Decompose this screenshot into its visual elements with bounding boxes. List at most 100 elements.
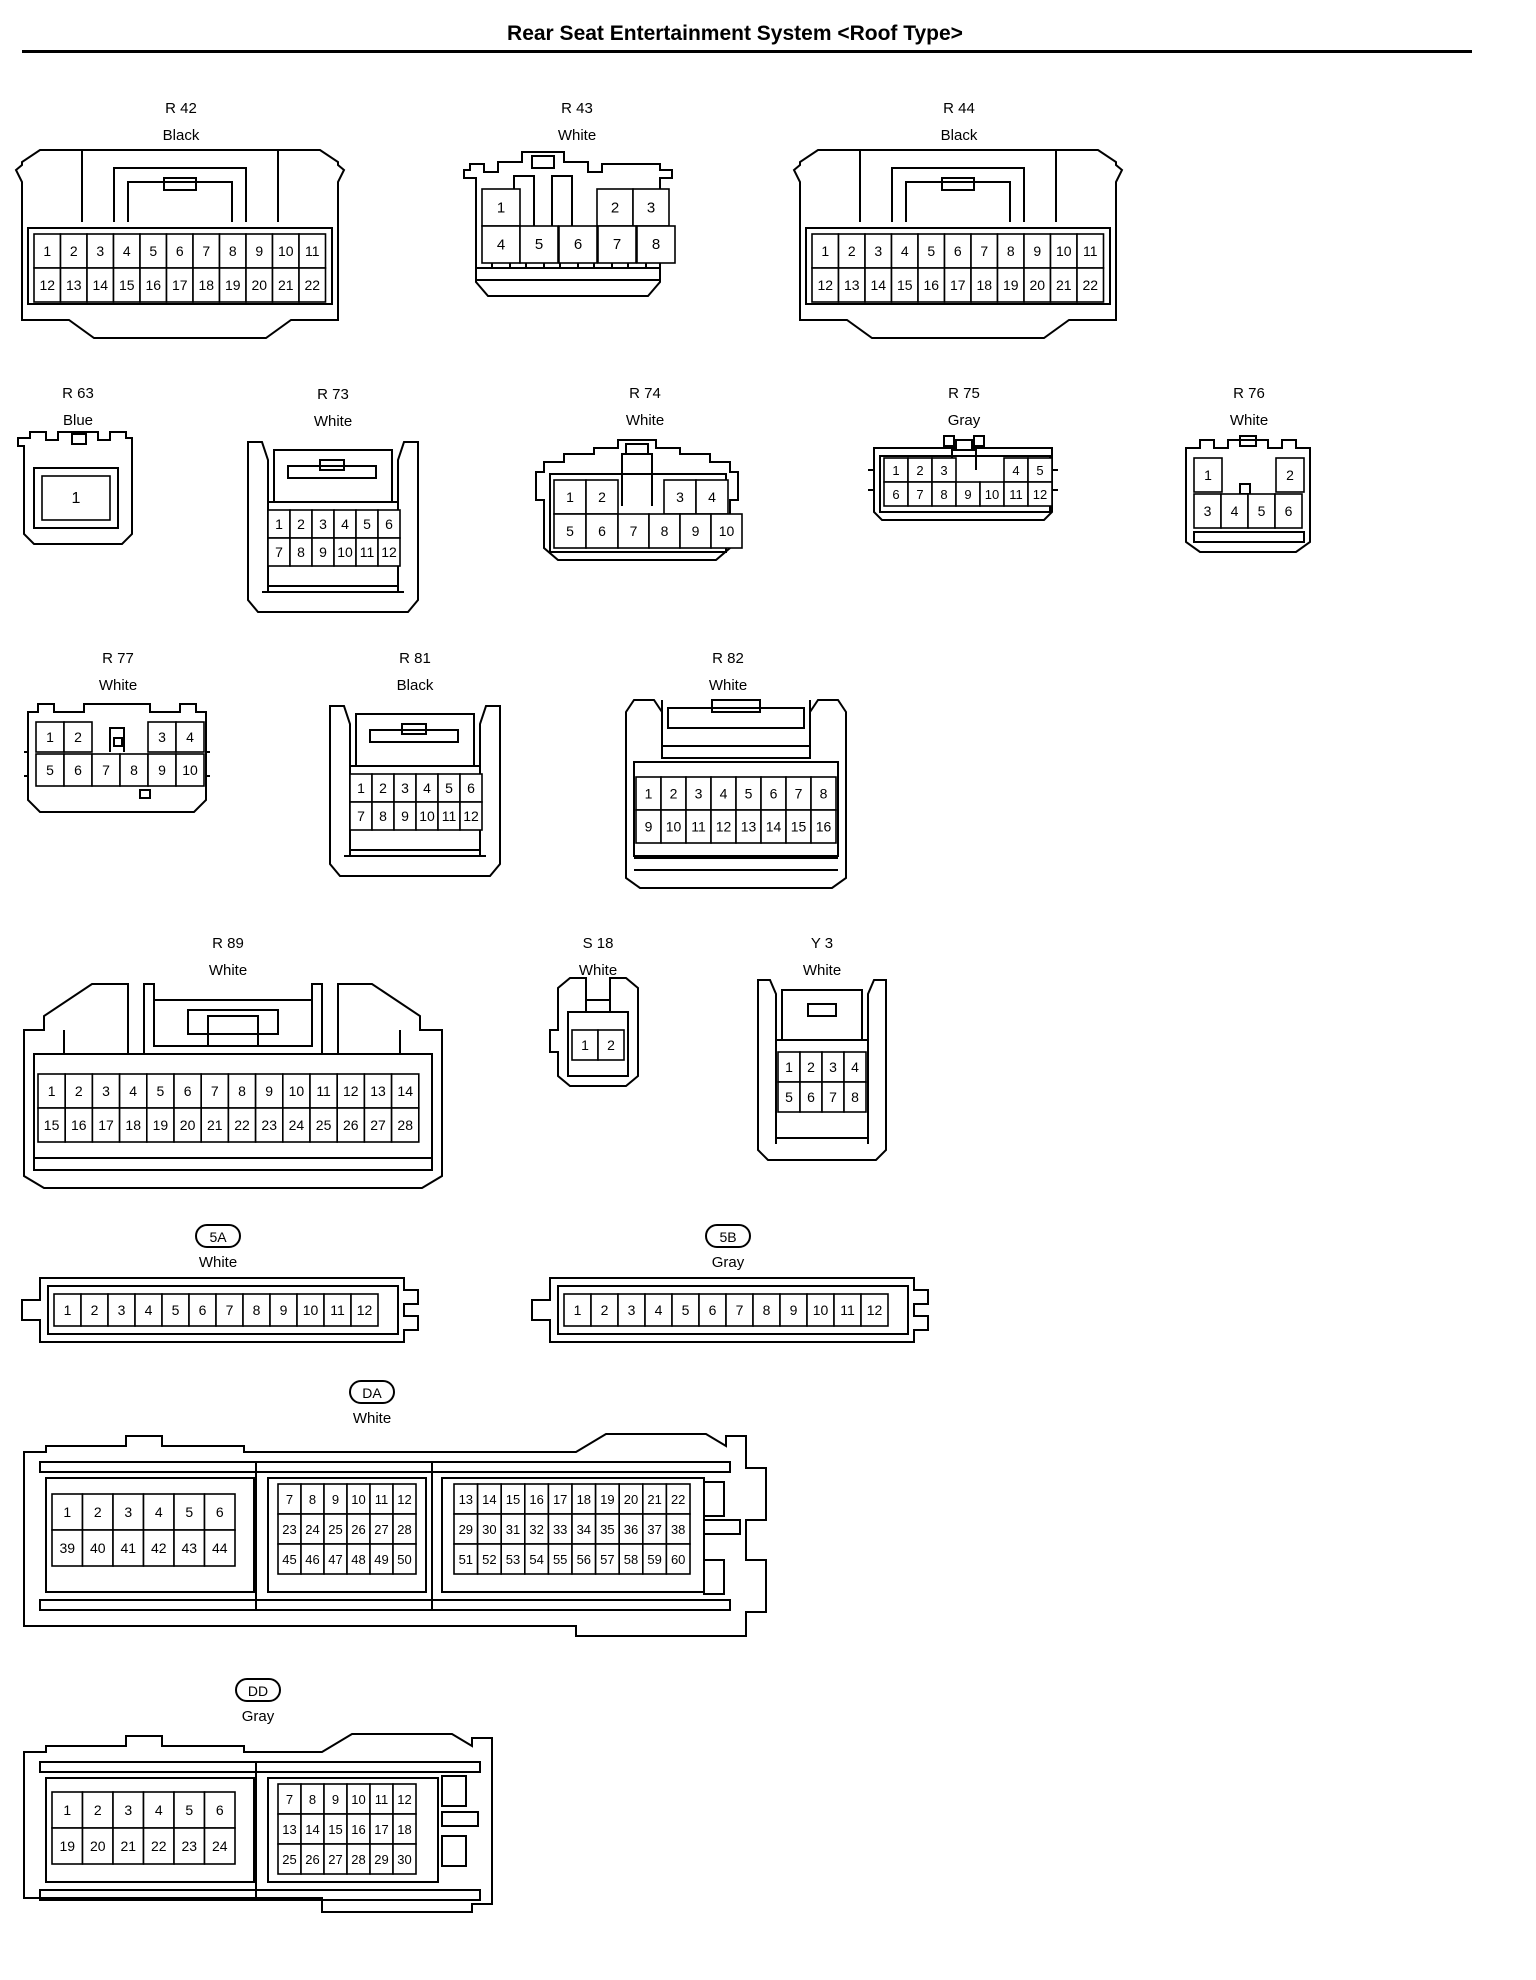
housing-outline bbox=[868, 469, 1058, 491]
housing-part bbox=[163, 177, 197, 191]
pin-number: 55 bbox=[553, 1552, 567, 1567]
pin-number: 4 bbox=[155, 1802, 163, 1818]
connector-color: White bbox=[314, 413, 352, 430]
pin-number: 14 bbox=[305, 1822, 319, 1837]
housing-outline bbox=[905, 181, 1011, 222]
pin-cell bbox=[192, 233, 221, 269]
pin-cell bbox=[1076, 267, 1105, 303]
pin-number: 28 bbox=[351, 1852, 365, 1867]
pin-number: 5 bbox=[927, 243, 935, 259]
pin-number: 3 bbox=[647, 200, 655, 217]
pin-cell bbox=[218, 267, 247, 303]
pin-number: 10 bbox=[303, 1302, 319, 1318]
pin-number: 13 bbox=[741, 819, 757, 835]
pin-cell bbox=[245, 233, 274, 269]
pin-cell bbox=[81, 1791, 114, 1829]
pin-number: 16 bbox=[923, 277, 939, 293]
connector-code: R 73 bbox=[317, 386, 349, 403]
pin-cell bbox=[363, 1073, 393, 1109]
pin-number: 7 bbox=[736, 1302, 744, 1318]
pin-number: 1 bbox=[785, 1059, 793, 1075]
pin-cell bbox=[955, 481, 981, 507]
pin-cell bbox=[695, 479, 729, 515]
pin-number: 4 bbox=[720, 786, 728, 802]
pin-number: 28 bbox=[397, 1522, 411, 1537]
pin-cell bbox=[175, 721, 205, 753]
pin-number: 16 bbox=[71, 1117, 87, 1133]
pin-number: 5 bbox=[363, 516, 371, 532]
connector-code: DA bbox=[362, 1385, 382, 1401]
housing-part bbox=[207, 1015, 259, 1047]
housing-outline bbox=[757, 979, 887, 1144]
connector-color: White bbox=[579, 962, 617, 979]
pin-number: 9 bbox=[1033, 243, 1041, 259]
pin-number: 11 bbox=[442, 808, 457, 824]
pin-number: 10 bbox=[182, 762, 198, 778]
pin-cell bbox=[970, 267, 999, 303]
pin-number: 4 bbox=[1012, 463, 1019, 478]
pin-number: 2 bbox=[670, 786, 678, 802]
pin-number: 4 bbox=[145, 1302, 153, 1318]
pin-cell bbox=[81, 1827, 114, 1865]
pin-cell bbox=[1274, 493, 1303, 529]
pin-number: 27 bbox=[374, 1522, 388, 1537]
housing-part bbox=[667, 707, 805, 729]
pin-cell bbox=[710, 513, 743, 549]
housing-outline bbox=[247, 592, 419, 613]
housing-outline bbox=[549, 977, 639, 1087]
pin-number: 1 bbox=[581, 1037, 589, 1053]
pin-number: 7 bbox=[980, 243, 988, 259]
connector-code: R 74 bbox=[629, 385, 661, 402]
pin-number: 15 bbox=[791, 819, 807, 835]
pin-cell bbox=[336, 1107, 366, 1143]
pin-number: 7 bbox=[211, 1083, 219, 1099]
pin-cell bbox=[636, 225, 676, 264]
pin-cell bbox=[377, 537, 401, 567]
pin-number: 1 bbox=[48, 1083, 56, 1099]
connector-color: White bbox=[99, 677, 137, 694]
pin-number: 4 bbox=[155, 1504, 163, 1520]
pin-number: 8 bbox=[309, 1792, 316, 1807]
pin-number: 8 bbox=[309, 1492, 316, 1507]
housing-part bbox=[187, 1009, 279, 1035]
pin-number: 3 bbox=[124, 1802, 132, 1818]
pin-number: 6 bbox=[385, 516, 393, 532]
pin-number: 5 bbox=[149, 243, 157, 259]
pin-number: 47 bbox=[328, 1552, 342, 1567]
pin-number: 17 bbox=[172, 277, 188, 293]
pin-number: 30 bbox=[482, 1522, 496, 1537]
housing-outline bbox=[891, 167, 1025, 222]
pin-number: 44 bbox=[212, 1540, 228, 1556]
pin-cell bbox=[917, 267, 946, 303]
pin-number: 13 bbox=[282, 1822, 296, 1837]
pin-cell bbox=[35, 721, 65, 753]
housing-part bbox=[807, 1003, 837, 1017]
pin-number: 22 bbox=[151, 1838, 167, 1854]
pin-number: 5 bbox=[682, 1302, 690, 1318]
pin-cell bbox=[590, 1293, 619, 1327]
housing-outline bbox=[585, 1000, 611, 1013]
pin-number: 24 bbox=[289, 1117, 305, 1133]
connector-code-oval bbox=[705, 1224, 751, 1248]
pin-number: 51 bbox=[459, 1552, 473, 1567]
pin-number: 12 bbox=[343, 1083, 359, 1099]
housing-part bbox=[33, 1157, 433, 1171]
pin-number: 13 bbox=[370, 1083, 386, 1099]
pin-number: 2 bbox=[75, 1083, 83, 1099]
pin-number: 2 bbox=[379, 780, 387, 796]
connector-color: White bbox=[803, 962, 841, 979]
pin-number: 15 bbox=[897, 277, 913, 293]
pin-number: 5 bbox=[745, 786, 753, 802]
housing-part bbox=[1193, 531, 1305, 543]
connector-color: White bbox=[709, 677, 747, 694]
pin-number: 19 bbox=[225, 277, 241, 293]
pin-number: 10 bbox=[289, 1083, 305, 1099]
pin-number: 3 bbox=[124, 1504, 132, 1520]
pin-number: 1 bbox=[43, 243, 51, 259]
housing-part bbox=[33, 467, 119, 529]
pin-number: 2 bbox=[916, 463, 923, 478]
pin-number: 6 bbox=[176, 243, 184, 259]
